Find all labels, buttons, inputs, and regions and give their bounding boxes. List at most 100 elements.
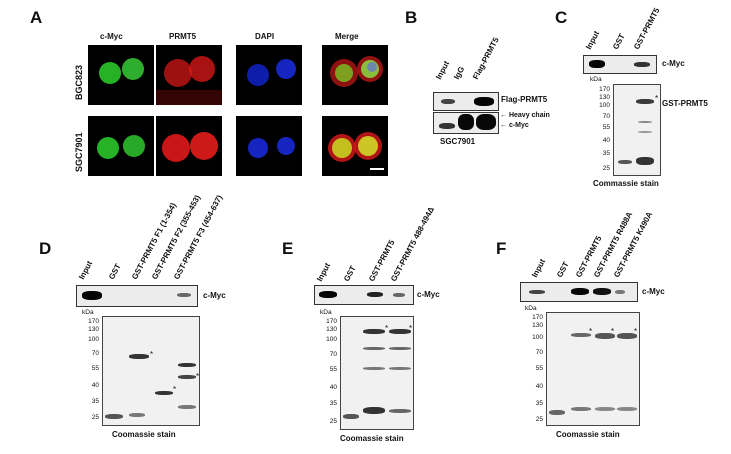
marker-label: 170 bbox=[532, 314, 543, 321]
gel-f bbox=[546, 312, 640, 426]
marker-label: 35 bbox=[535, 400, 543, 407]
marker-label: 40 bbox=[91, 382, 99, 389]
micrograph-bgc823-merge bbox=[322, 45, 388, 105]
marker-label: 55 bbox=[329, 366, 337, 373]
star-marker: * bbox=[196, 372, 200, 381]
panel-f-label: F bbox=[496, 239, 507, 258]
marker-label: 25 bbox=[602, 165, 610, 172]
marker-label: 25 bbox=[329, 418, 337, 425]
blot-b-flag bbox=[433, 92, 499, 111]
marker-label: 100 bbox=[599, 102, 610, 109]
blot-d-cmyc bbox=[76, 285, 198, 307]
col-dapi-header: DAPI bbox=[255, 32, 275, 41]
lane-label: Flag-PRMT5 bbox=[471, 35, 501, 81]
stain-label: Coomassie stain bbox=[556, 430, 620, 439]
star-marker: * bbox=[611, 327, 615, 336]
blot-b-cmyc bbox=[433, 112, 499, 134]
lane-label: GST-PRMT5 K490A bbox=[612, 210, 655, 279]
marker-label: 70 bbox=[535, 349, 543, 356]
blot-e-label: c-Myc bbox=[417, 290, 440, 299]
star-marker: * bbox=[409, 324, 413, 333]
lane-label: GST-PRMT5 bbox=[632, 6, 662, 52]
blot-b-flag-label: Flag-PRMT5 bbox=[501, 95, 548, 104]
stain-label: Commassie stain bbox=[593, 179, 659, 188]
marker-label: 35 bbox=[329, 400, 337, 407]
marker-label: 130 bbox=[88, 326, 99, 333]
col-cmyc-header: c-Myc bbox=[100, 32, 123, 41]
panel-c-label: C bbox=[555, 8, 568, 27]
marker-label: 40 bbox=[535, 383, 543, 390]
marker-label: 55 bbox=[91, 365, 99, 372]
cmyc-arrow-label: ← c-Myc bbox=[500, 122, 529, 129]
blot-f-cmyc bbox=[520, 282, 638, 302]
marker-label: 100 bbox=[326, 336, 337, 343]
lane-label: IgG bbox=[452, 64, 467, 81]
lane-label: GST bbox=[555, 260, 571, 279]
lane-label: Input bbox=[77, 259, 95, 281]
cell-line-label: SGC7901 bbox=[440, 137, 476, 146]
marker-label: 40 bbox=[329, 384, 337, 391]
kda-label: kDa bbox=[525, 305, 537, 312]
panel-b-label: B bbox=[405, 8, 418, 27]
blot-e-cmyc bbox=[314, 285, 414, 305]
gel-c-band-label: GST-PRMT5 bbox=[662, 99, 708, 108]
kda-label: kDa bbox=[82, 309, 94, 316]
heavy-chain-label: ← Heavy chain bbox=[500, 112, 550, 119]
micrograph-sgc7901-cmyc bbox=[88, 116, 154, 176]
gel-e bbox=[340, 316, 414, 430]
gel-c bbox=[613, 84, 661, 176]
lane-label: Input bbox=[315, 261, 333, 283]
stain-label: Coomassie stain bbox=[112, 430, 176, 439]
marker-label: 25 bbox=[91, 414, 99, 421]
star-marker: * bbox=[634, 327, 638, 336]
micrograph-bgc823-cmyc bbox=[88, 45, 154, 105]
blot-c-label: c-Myc bbox=[662, 59, 685, 68]
marker-label: 35 bbox=[602, 150, 610, 157]
kda-label: kDa bbox=[590, 76, 602, 83]
micrograph-bgc823-prmt5 bbox=[156, 45, 222, 105]
marker-label: 130 bbox=[532, 322, 543, 329]
marker-label: 130 bbox=[326, 326, 337, 333]
star-marker: * bbox=[385, 324, 389, 333]
star-marker: * bbox=[589, 327, 593, 336]
marker-label: 55 bbox=[602, 124, 610, 131]
marker-label: 70 bbox=[329, 351, 337, 358]
panel-d-label: D bbox=[39, 239, 52, 258]
marker-label: 55 bbox=[535, 365, 543, 372]
marker-label: 130 bbox=[599, 94, 610, 101]
marker-label: 100 bbox=[88, 336, 99, 343]
lane-label: GST-PRMT5 488-494Δ bbox=[389, 205, 437, 283]
marker-label: 170 bbox=[326, 318, 337, 325]
marker-label: 70 bbox=[602, 113, 610, 120]
marker-label: 170 bbox=[88, 318, 99, 325]
row-sgc7901-label: SGC7901 bbox=[74, 132, 84, 172]
panel-a-label: A bbox=[30, 8, 43, 27]
lane-label: GST bbox=[611, 32, 627, 51]
lane-label: Input bbox=[530, 257, 548, 279]
lane-label: Input bbox=[434, 59, 452, 81]
marker-label: 100 bbox=[532, 334, 543, 341]
star-marker: * bbox=[655, 94, 659, 103]
col-merge-header: Merge bbox=[335, 32, 359, 41]
marker-label: 40 bbox=[602, 137, 610, 144]
stain-label: Coomassie stain bbox=[340, 434, 404, 443]
star-marker: * bbox=[173, 385, 177, 394]
micrograph-sgc7901-prmt5 bbox=[156, 116, 222, 176]
marker-label: 170 bbox=[599, 86, 610, 93]
blot-c-cmyc bbox=[583, 55, 657, 74]
marker-label: 70 bbox=[91, 350, 99, 357]
panel-e-label: E bbox=[282, 239, 294, 258]
marker-label: 25 bbox=[535, 416, 543, 423]
lane-label: GST bbox=[342, 264, 358, 283]
blot-d-label: c-Myc bbox=[203, 291, 226, 300]
gel-d bbox=[102, 316, 200, 426]
lane-label: GST bbox=[107, 262, 123, 281]
star-marker: * bbox=[150, 350, 154, 359]
col-prmt5-header: PRMT5 bbox=[169, 32, 197, 41]
kda-label: kDa bbox=[320, 309, 332, 316]
lane-label: Input bbox=[584, 29, 602, 51]
micrograph-bgc823-dapi bbox=[236, 45, 302, 105]
micrograph-sgc7901-merge bbox=[322, 116, 388, 176]
row-bgc823-label: BGC823 bbox=[74, 64, 84, 100]
micrograph-sgc7901-dapi bbox=[236, 116, 302, 176]
